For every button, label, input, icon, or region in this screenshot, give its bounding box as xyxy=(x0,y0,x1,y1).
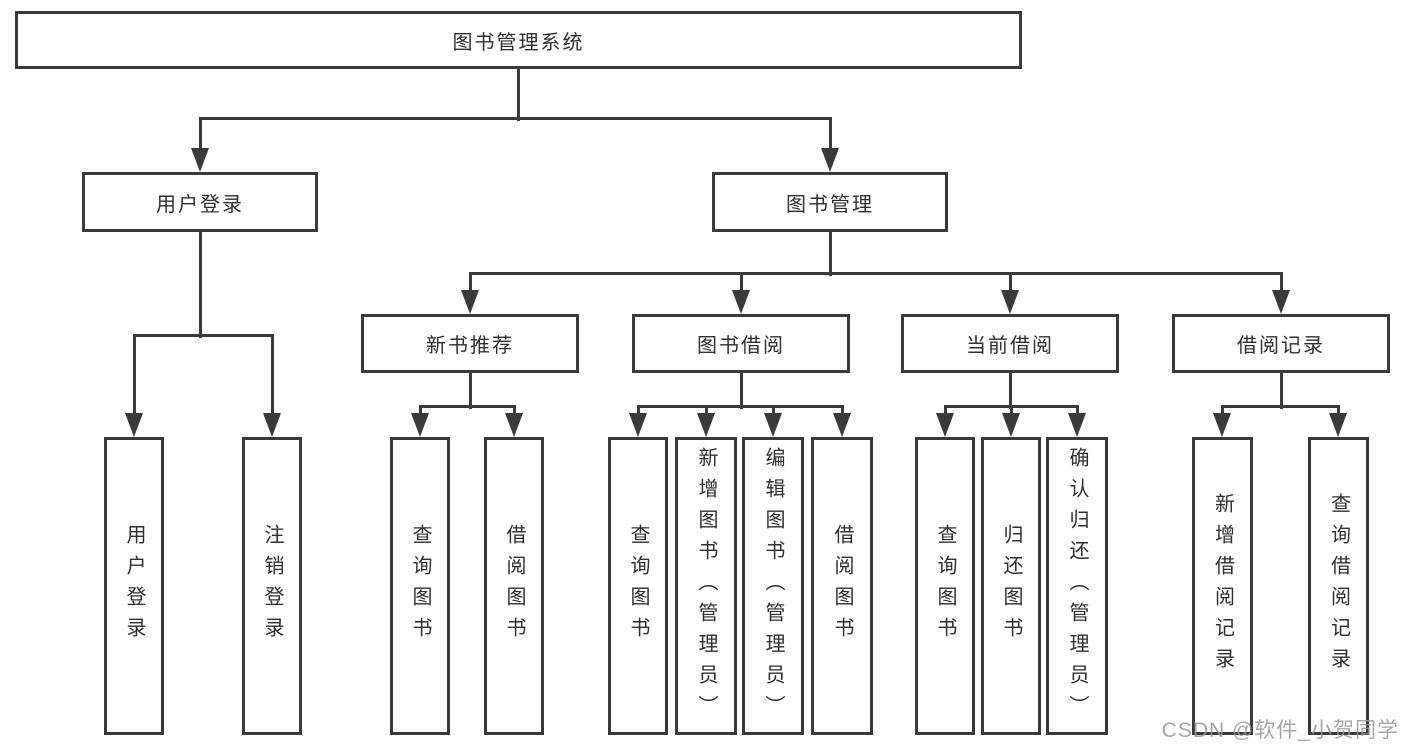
connector-vline xyxy=(636,406,640,417)
connector-vline xyxy=(198,118,202,151)
node-book-management: 图书管理 xyxy=(712,172,948,232)
connector-vline xyxy=(418,406,422,417)
arrow-down-icon xyxy=(936,413,954,437)
connector-vline xyxy=(943,406,947,417)
connector-vline xyxy=(771,406,775,417)
connector-hline xyxy=(1220,404,1340,408)
leaf-add-borrow-record: 新增借阅记录 xyxy=(1192,437,1253,735)
arrow-down-icon xyxy=(697,413,715,437)
connector-hline xyxy=(418,404,516,408)
connector-vline xyxy=(739,373,743,409)
leaf-query-books-recommend: 查询图书 xyxy=(390,437,450,735)
leaf-query-books-current: 查询图书 xyxy=(915,437,975,735)
arrow-down-icon xyxy=(732,290,750,314)
node-label: 用户登录 xyxy=(156,193,244,216)
arrow-down-icon xyxy=(1068,413,1086,437)
connector-vline xyxy=(840,406,844,417)
node-current-borrowing: 当前借阅 xyxy=(901,314,1119,373)
node-label: 图书管理系统 xyxy=(452,31,585,54)
connector-vline xyxy=(704,406,708,417)
node-label: 借阅图书 xyxy=(503,524,525,648)
arrow-down-icon xyxy=(263,413,281,437)
arrow-down-icon xyxy=(764,413,782,437)
arrow-down-icon xyxy=(821,148,839,172)
node-label: 图书管理 xyxy=(786,193,874,216)
node-label: 借阅记录 xyxy=(1237,335,1325,357)
node-label: 新增图书（管理员） xyxy=(695,446,717,726)
connector-vline xyxy=(198,232,202,338)
node-label: 图书借阅 xyxy=(697,335,785,357)
node-label: 新书推荐 xyxy=(426,335,514,357)
connector-vline xyxy=(1279,373,1283,409)
arrow-down-icon xyxy=(461,290,479,314)
connector-vline xyxy=(1009,406,1013,417)
node-library-management-system: 图书管理系统 xyxy=(15,11,1022,69)
node-borrowing-records: 借阅记录 xyxy=(1172,314,1390,373)
connector-vline xyxy=(468,373,472,409)
leaf-add-book-admin: 新增图书（管理员） xyxy=(675,437,737,735)
arrow-down-icon xyxy=(833,413,851,437)
connector-hline xyxy=(198,116,832,120)
connector-hline xyxy=(943,404,1079,408)
connector-vline xyxy=(1279,273,1283,293)
node-label: 归还图书 xyxy=(1000,524,1022,648)
leaf-borrow-books-recommend: 借阅图书 xyxy=(484,437,544,735)
arrow-down-icon xyxy=(1002,413,1020,437)
node-label: 查询图书 xyxy=(934,524,956,648)
connector-vline xyxy=(1336,406,1340,417)
node-label: 查询图书 xyxy=(627,524,649,648)
connector-vline xyxy=(1075,406,1079,417)
leaf-edit-book-admin: 编辑图书（管理员） xyxy=(742,437,804,735)
connector-vline xyxy=(468,273,472,293)
node-new-book-recommendation: 新书推荐 xyxy=(361,314,579,373)
leaf-confirm-return-admin: 确认归还（管理员） xyxy=(1046,437,1108,735)
leaf-logout: 注销登录 xyxy=(242,437,302,735)
arrow-down-icon xyxy=(505,413,523,437)
arrow-down-icon xyxy=(629,413,647,437)
node-label: 查询借阅记录 xyxy=(1327,493,1350,679)
connector-vline xyxy=(739,273,743,293)
leaf-user-login: 用户登录 xyxy=(104,437,164,735)
arrow-down-icon xyxy=(191,148,209,172)
node-label: 新增借阅记录 xyxy=(1211,493,1234,679)
connector-vline xyxy=(828,118,832,151)
leaf-query-books-borrowing: 查询图书 xyxy=(608,437,668,735)
leaf-return-book: 归还图书 xyxy=(981,437,1041,735)
connector-hline xyxy=(636,404,844,408)
leaf-borrow-books-borrowing: 借阅图书 xyxy=(811,437,873,735)
connector-vline xyxy=(1008,373,1012,409)
connector-vline xyxy=(828,232,832,276)
watermark: CSDN @软件_小贺同学 xyxy=(1161,719,1399,742)
connector-vline xyxy=(517,69,520,121)
connector-vline xyxy=(132,335,136,417)
connector-vline xyxy=(270,335,274,417)
node-label: 编辑图书（管理员） xyxy=(762,446,784,726)
connector-hline xyxy=(468,271,1283,275)
connector-vline xyxy=(512,406,516,417)
connector-hline xyxy=(132,333,274,337)
node-book-borrowing: 图书借阅 xyxy=(632,314,850,373)
node-label: 注销登录 xyxy=(261,524,283,648)
arrow-down-icon xyxy=(1329,413,1347,437)
connector-vline xyxy=(1220,406,1224,417)
node-user-login: 用户登录 xyxy=(82,172,318,232)
arrow-down-icon xyxy=(1213,413,1231,437)
connector-vline xyxy=(1008,273,1012,293)
node-label: 用户登录 xyxy=(123,524,145,648)
arrow-down-icon xyxy=(1272,290,1290,314)
node-label: 确认归还（管理员） xyxy=(1066,446,1088,726)
arrow-down-icon xyxy=(125,413,143,437)
leaf-query-borrow-record: 查询借阅记录 xyxy=(1308,437,1369,735)
node-label: 当前借阅 xyxy=(966,335,1054,357)
arrow-down-icon xyxy=(1001,290,1019,314)
node-label: 查询图书 xyxy=(409,524,431,648)
arrow-down-icon xyxy=(411,413,429,437)
node-label: 借阅图书 xyxy=(831,524,853,648)
